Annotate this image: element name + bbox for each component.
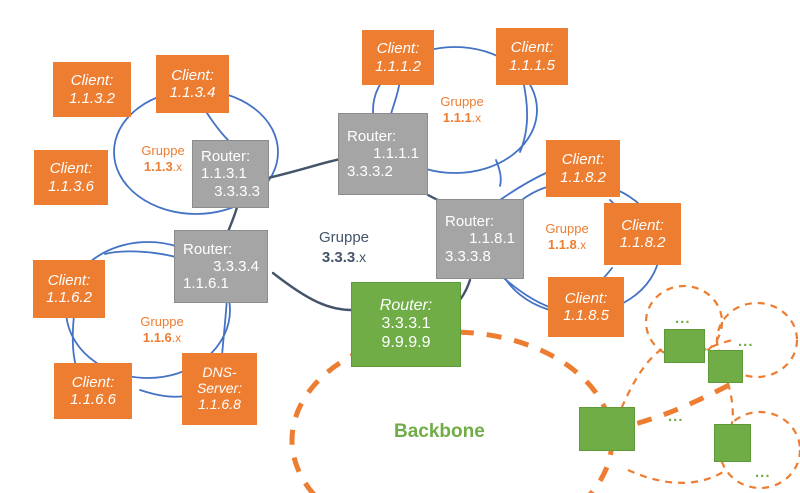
client-node-1-1-3-6[interactable]: Client: 1.1.3.6 xyxy=(34,150,108,205)
link-r1181-to-c1182 xyxy=(499,171,549,201)
backbone-spur-right xyxy=(609,379,737,433)
bb-link-c xyxy=(627,468,727,484)
group-label-suffix: .x xyxy=(471,111,482,126)
group-label-suffix: .x xyxy=(172,160,183,175)
client-ip: 1.1.3.2 xyxy=(69,89,115,107)
client-role: Client: xyxy=(171,66,214,84)
client-ip: 1.1.6.6 xyxy=(70,391,116,408)
client-ip: 1.1.1.5 xyxy=(509,56,555,74)
group-label-prefix: 1.1.1 xyxy=(442,110,472,126)
client-role: Client: xyxy=(621,216,664,234)
group-label-word: Gruppe xyxy=(440,94,484,109)
link-c1134-to-r1133 xyxy=(204,109,229,141)
router-role: Router: xyxy=(347,128,397,146)
router-ip-2: 3.3.3.3 xyxy=(214,182,260,200)
router-role: Router: xyxy=(201,148,251,166)
link-c1166-to-dns xyxy=(139,389,187,398)
router-ip-2: 3.3.3.2 xyxy=(347,162,393,180)
dns-server-line-2: Server: xyxy=(196,380,243,397)
group-label-1-1-8: Gruppe 1.1.8.x xyxy=(531,221,603,254)
link-r3334-to-green xyxy=(271,271,354,312)
group-label-word: Gruppe xyxy=(141,143,185,158)
router-ip-2: 3.3.3.8 xyxy=(445,247,491,265)
client-ip: 1.1.3.4 xyxy=(169,84,216,101)
group-label-prefix: 1.1.3 xyxy=(143,159,173,175)
client-node-1-1-1-5[interactable]: Client: 1.1.1.5 xyxy=(496,28,568,85)
client-role: Client: xyxy=(561,151,605,169)
client-role: Client: xyxy=(71,373,115,391)
group-label-word: Gruppe xyxy=(545,221,589,236)
client-ip: 1.1.3.6 xyxy=(48,177,94,195)
backbone-peer-node-4[interactable] xyxy=(714,424,751,462)
client-node-1-1-1-2[interactable]: Client: 1.1.1.2 xyxy=(362,30,434,85)
backbone-router-node-3-3-3-1[interactable]: Router: 3.3.3.1 9.9.9.9 xyxy=(351,282,461,367)
client-ip: 1.1.6.2 xyxy=(46,289,92,306)
client-ip: 1.1.8.2 xyxy=(560,168,606,186)
client-node-1-1-3-2[interactable]: Client: 1.1.3.2 xyxy=(53,62,131,117)
client-ip: 1.1.8.5 xyxy=(563,307,609,324)
router-ip-1: 3.3.3.4 xyxy=(213,257,259,275)
router-ip-1: 1.1.1.1 xyxy=(373,145,419,163)
client-node-1-1-8-2-lower[interactable]: Client: 1.1.8.2 xyxy=(604,203,681,265)
group-circle-1-1-1 xyxy=(372,46,538,174)
client-role: Client: xyxy=(376,40,420,58)
router-node-1-1-3-1[interactable]: Router: 1.1.3.1 3.3.3.3 xyxy=(192,140,269,208)
backbone-peer-node-1[interactable] xyxy=(664,329,705,363)
client-node-1-1-8-5[interactable]: Client: 1.1.8.5 xyxy=(548,277,624,337)
client-node-1-1-6-6[interactable]: Client: 1.1.6.6 xyxy=(54,363,132,419)
client-ip: 1.1.1.2 xyxy=(375,57,421,75)
group-label-1-1-6: Gruppe 1.1.6.x xyxy=(126,314,198,347)
router-role: Router: xyxy=(183,240,233,258)
backbone-ellipsis-3: ... xyxy=(668,408,684,425)
backbone-peer-node-3[interactable] xyxy=(579,407,635,451)
group-label-word: Gruppe xyxy=(140,314,184,329)
client-node-1-1-8-2-upper[interactable]: Client: 1.1.8.2 xyxy=(546,140,620,197)
group-label-suffix: .x xyxy=(576,238,587,253)
router-ip-1: 1.1.8.1 xyxy=(469,230,515,248)
group-label-prefix: 1.1.8 xyxy=(547,237,577,253)
router-node-1-1-8-1[interactable]: Router: 1.1.8.1 3.3.3.8 xyxy=(436,199,524,279)
backbone-ellipsis-4: ... xyxy=(755,464,771,481)
client-role: Client: xyxy=(510,39,554,57)
link-c1115-to-g111 xyxy=(519,79,528,153)
backbone-ellipsis-2: ... xyxy=(738,333,754,350)
bb-circle-2 xyxy=(715,301,799,379)
backbone-router-role: Router: xyxy=(379,297,433,315)
client-role: Client: xyxy=(70,72,114,90)
router-role: Router: xyxy=(445,213,495,231)
backbone-ellipsis-1: ... xyxy=(675,310,691,327)
client-node-1-1-6-2[interactable]: Client: 1.1.6.2 xyxy=(33,260,105,318)
backbone-label: Backbone xyxy=(394,421,485,442)
link-g118-to-r1111 xyxy=(495,159,502,187)
group-label-1-1-1: Gruppe 1.1.1.x xyxy=(426,94,498,127)
backbone-peer-node-2[interactable] xyxy=(708,350,743,383)
group-label-1-1-3: Gruppe 1.1.3.x xyxy=(127,143,199,176)
group-label-prefix: 1.1.6 xyxy=(142,330,172,346)
link-r1133-to-r3334 xyxy=(226,205,239,234)
dns-server-ip: 1.1.6.8 xyxy=(198,395,241,412)
dns-server-node-1-1-6-8[interactable]: DNS- Server: 1.1.6.8 xyxy=(182,353,257,425)
client-role: Client: xyxy=(49,160,93,178)
client-ip: 1.1.8.2 xyxy=(619,234,666,251)
group-label-word: Gruppe xyxy=(318,229,370,246)
link-r1133-to-r3332 xyxy=(266,156,349,180)
router-node-1-1-1-1[interactable]: Router: 1.1.1.1 3.3.3.2 xyxy=(338,113,428,195)
router-node-3-3-3-4[interactable]: Router: 3.3.3.4 1.1.6.1 xyxy=(174,230,268,303)
backbone-router-ip-1: 3.3.3.1 xyxy=(381,315,431,333)
link-r1181-to-c1185 xyxy=(499,274,553,309)
client-role: Client: xyxy=(564,289,608,307)
group-label-suffix: .x xyxy=(171,331,182,346)
group-label-suffix: .x xyxy=(355,248,367,265)
backbone-router-ip-2: 9.9.9.9 xyxy=(381,333,431,351)
router-ip-1: 1.1.3.1 xyxy=(201,165,247,183)
client-node-1-1-3-4[interactable]: Client: 1.1.3.4 xyxy=(156,55,229,113)
dns-server-line-1: DNS- xyxy=(202,364,237,381)
router-ip-2: 1.1.6.1 xyxy=(183,275,229,293)
client-role: Client: xyxy=(47,271,91,289)
link-r1161-to-c1162 xyxy=(104,250,181,259)
group-label-3-3-3: Gruppe 3.3.3.x xyxy=(296,228,392,267)
group-label-prefix: 3.3.3 xyxy=(321,248,356,266)
